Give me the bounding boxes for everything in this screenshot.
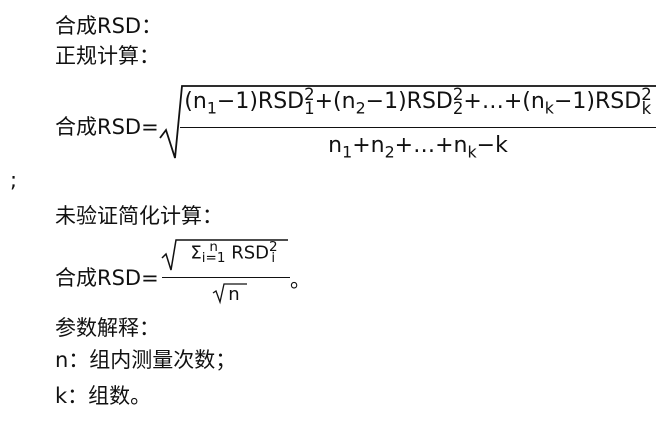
formula2-lhs: 合成RSD= [55,266,159,290]
fraction-bar [180,127,656,128]
radical-sign-numerator [161,239,288,271]
formula-denominator: n1+n2+…+nk−k [328,133,508,162]
formula-lhs: 合成RSD= [55,115,159,139]
label-regular-calculation: 正规计算： [55,44,160,68]
fraction-bar-2 [162,277,290,278]
radical-sign-denominator [212,283,247,305]
param-n-definition: n：组内测量次数； [55,348,237,372]
label-simplified-calculation: 未验证简化计算： [55,204,223,228]
heading-synthetic-rsd: 合成RSD： [55,14,163,38]
separator-semicolon: ; [10,168,18,192]
formula2-denominator: n [228,284,240,305]
label-parameter-explanation: 参数解释： [55,316,160,340]
radical-sign [159,85,656,159]
formula2-period: 。 [290,268,311,292]
param-k-definition: k：组数。 [55,384,152,408]
